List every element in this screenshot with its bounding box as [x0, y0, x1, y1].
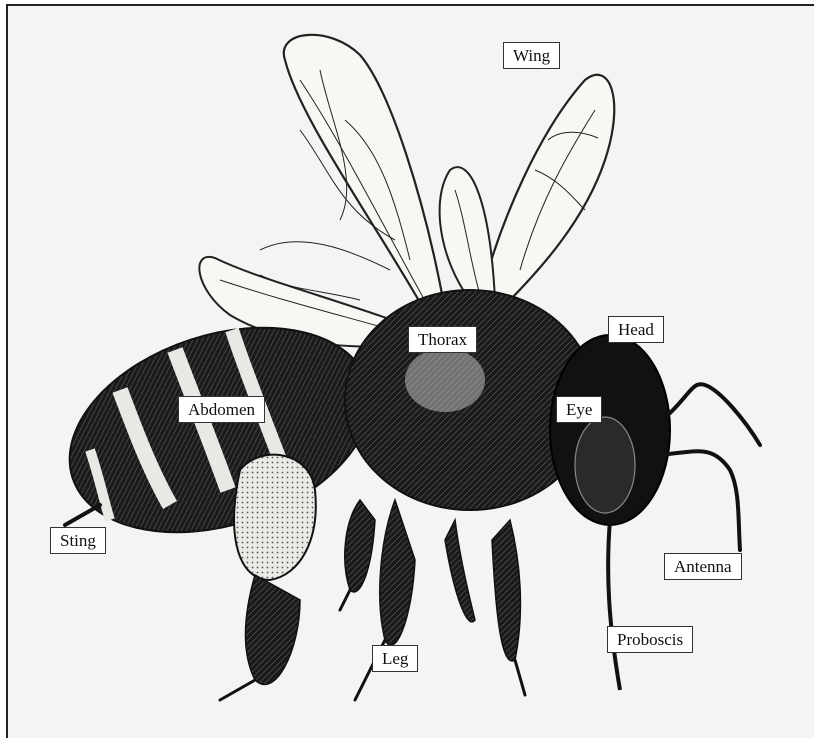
- label-abdomen: Abdomen: [178, 396, 265, 423]
- right-wing: [480, 75, 614, 305]
- pollen-basket: [234, 455, 316, 685]
- label-head: Head: [608, 316, 664, 343]
- label-sting: Sting: [50, 527, 106, 554]
- legs: [345, 500, 521, 661]
- forewing: [260, 35, 445, 320]
- label-proboscis: Proboscis: [607, 626, 693, 653]
- label-antenna: Antenna: [664, 553, 742, 580]
- label-wing: Wing: [503, 42, 560, 69]
- hindwing-center: [440, 167, 495, 300]
- proboscis-body: [608, 520, 620, 690]
- label-leg: Leg: [372, 645, 418, 672]
- label-eye: Eye: [556, 396, 602, 423]
- sting-body: [65, 505, 100, 525]
- label-thorax: Thorax: [408, 326, 477, 353]
